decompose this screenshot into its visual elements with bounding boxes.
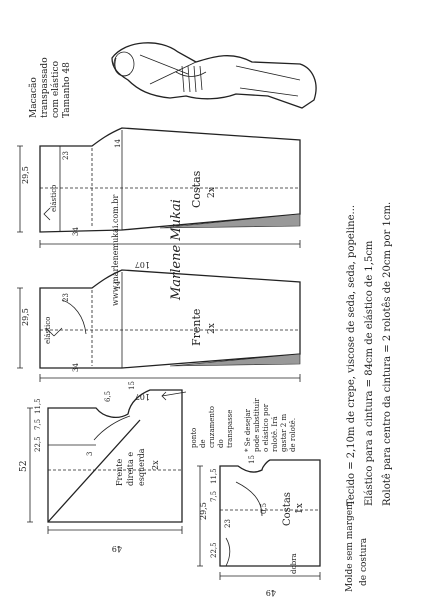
bodice-dim-3: 3 (86, 452, 94, 456)
bodice-front-count: 2x (151, 460, 160, 470)
front-elastic-label: elástico (44, 317, 52, 344)
garment-sketch (111, 42, 317, 109)
footer-line-2: de costura (359, 537, 369, 586)
fabric-line-3: Rolotê para centro da cintura = 2 rolotê… (382, 202, 393, 506)
bodice-front-label-1: Frente (115, 459, 124, 486)
note-line-3: o elástico por (262, 403, 270, 452)
bodice-back-piece: 29,5 22,5 7,5 11,5 15 0,5 23 49 Costas 1… (197, 455, 321, 597)
bodice-front-label-3: esquerda (137, 448, 146, 486)
front-count: 2x (207, 323, 217, 334)
crossing-point-note: ponto de cruzamento do transpasse (161, 391, 234, 448)
back-count: 2x (207, 187, 217, 198)
bodice-dim-225: 22,5 (34, 436, 42, 452)
bodiceback-dim-29: 29,5 (199, 502, 208, 520)
bodiceback-dim-225: 22,5 (210, 542, 218, 558)
fabric-requirements: Tecido = 2,10m de crepe, viscose de seda… (346, 202, 393, 506)
back-dim-height: 29,5 (21, 166, 30, 184)
title-line-4: Tamanho 48 (62, 62, 72, 118)
bodice-dim-52: 52 (19, 461, 29, 472)
bodice-front-piece: 52 22,5 7,5 11,5 6,5 15 3 49 Frente dire… (19, 381, 183, 553)
crossing-line-1: ponto (190, 428, 198, 448)
bodiceback-label: Costas (282, 492, 293, 526)
bodiceback-dim-06: 0,5 (260, 503, 268, 514)
bodiceback-dim-15: 15 (248, 455, 256, 464)
front-dim-height: 29,5 (21, 308, 30, 326)
front-label: Frente (190, 309, 203, 346)
crossing-line-4: do (217, 439, 225, 448)
note-line-6: de rolotê. (289, 418, 297, 452)
bodice-dim-75: 7,5 (34, 419, 42, 430)
bodiceback-dim-23: 23 (224, 519, 232, 528)
bodice-dim-49: 49 (112, 544, 122, 553)
bodice-dim-15: 15 (128, 381, 136, 390)
front-dim-top: 23 (62, 293, 70, 302)
back-dim-bottom: 34 (72, 227, 80, 236)
back-piece: 29,5 23 14 34 107 elástico Costas 2x (17, 127, 301, 269)
footer-line-1: Molde sem margem (345, 501, 355, 592)
crossing-line-3: cruzamento (208, 406, 216, 448)
website-text: www.marlenemukai.com.br (111, 195, 120, 307)
fabric-line-2: Elástico para a cintura = 84cm de elásti… (364, 240, 375, 506)
signature-text: Marlene Mukai (169, 199, 184, 301)
title-line-2: transpassado (40, 57, 50, 118)
title-line-1: Macacão (28, 77, 39, 118)
bodice-front-label-2: direita e (126, 452, 135, 486)
note-line-5: gastar 2 m (280, 414, 288, 452)
back-dim-right: 14 (114, 139, 122, 148)
back-elastic-label: elástico (50, 185, 58, 212)
front-dim-bottom: 34 (72, 363, 80, 372)
bodice-dim-65: 6,5 (104, 391, 112, 402)
bodiceback-dim-49: 49 (266, 588, 276, 597)
title-block: Macacão transpassado com elástico Tamanh… (28, 57, 72, 118)
back-dim-top: 23 (62, 151, 70, 160)
title-line-3: com elástico (50, 61, 61, 118)
seam-allowance-note: Molde sem margem de costura (345, 501, 369, 592)
note-line-1: * Se desejar (244, 408, 252, 452)
front-piece: 29,5 23 14 34 107 elástico Frente 2x (17, 269, 301, 401)
crossing-line-5: transpasse (226, 410, 234, 448)
bodiceback-dim-75: 7,5 (210, 491, 218, 502)
note-line-2: pode substituir (253, 398, 261, 452)
fabric-line-1: Tecido = 2,10m de crepe, viscose de seda… (346, 205, 357, 506)
front-dim-right: 14 (114, 281, 122, 290)
back-dim-length: 107 (135, 260, 150, 269)
bodiceback-count: 1x (295, 503, 305, 514)
crossing-line-2: de (199, 439, 207, 448)
rolote-note: * Se desejar pode substituir o elástico … (244, 398, 297, 452)
front-dim-length: 107 (135, 392, 150, 401)
bodiceback-dim-115: 11,5 (210, 468, 218, 484)
bodiceback-fold: dobra (290, 553, 298, 574)
bodice-dim-115: 11,5 (34, 398, 42, 414)
back-label: Costas (190, 170, 203, 208)
note-line-4: rolotê. Irá (271, 416, 279, 452)
